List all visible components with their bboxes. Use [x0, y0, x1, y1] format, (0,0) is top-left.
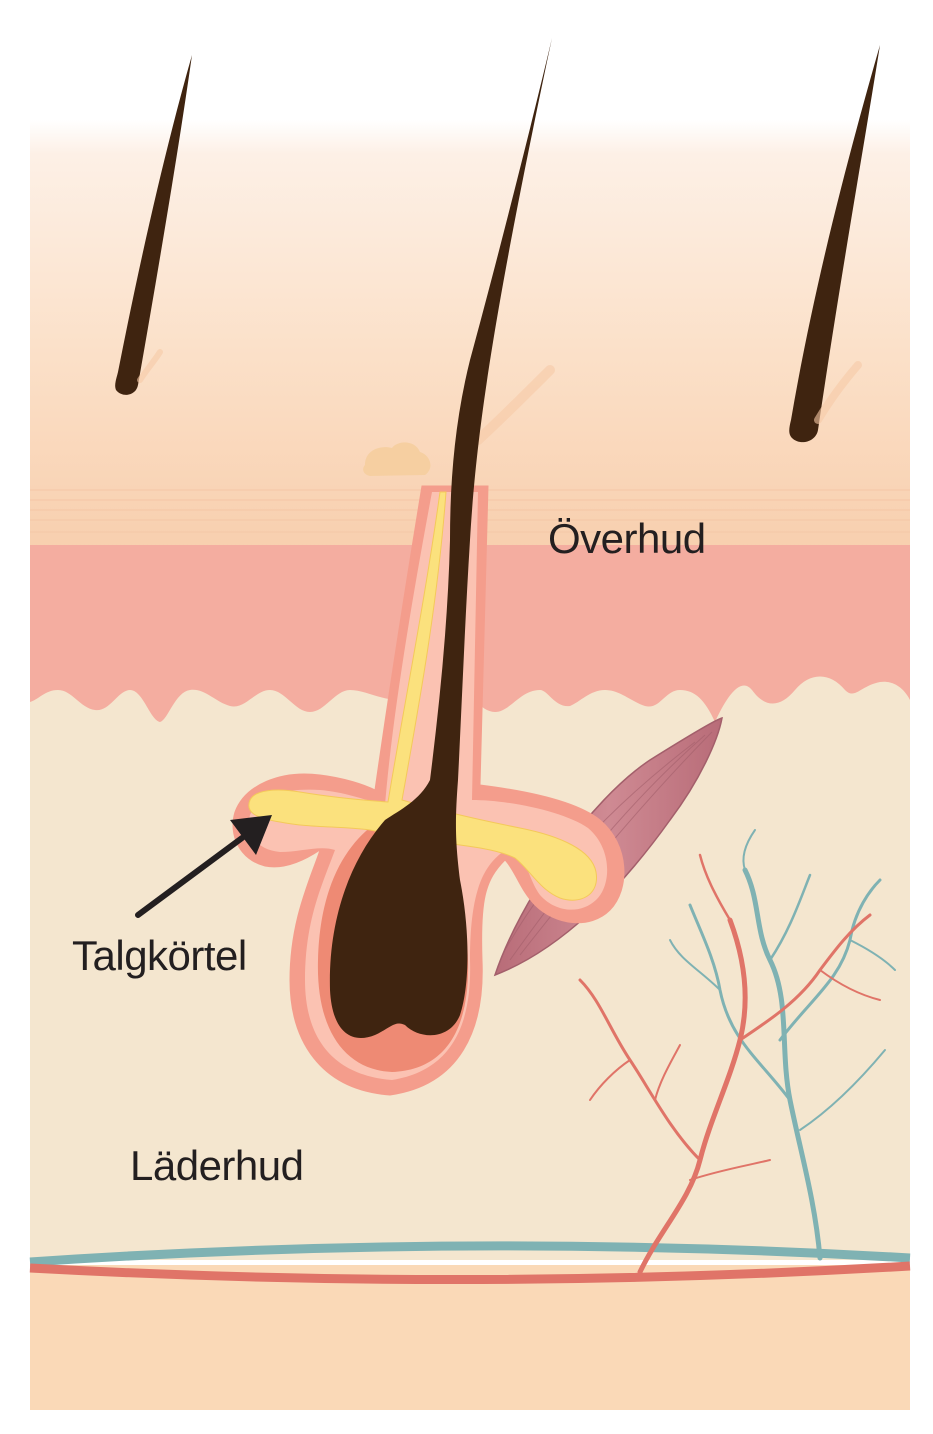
hair-strand-icon-left — [115, 55, 192, 395]
subcutis-layer — [30, 1265, 910, 1410]
hair-shine — [473, 365, 555, 445]
hair-strand-icon-right — [789, 45, 880, 443]
sebaceous-gland-label: Talgkörtel — [72, 932, 247, 979]
deep-vein — [29, 1241, 911, 1267]
pointer-arrow-icon — [135, 815, 272, 918]
sebum-droplet — [363, 442, 431, 476]
vein-branches — [669, 829, 896, 1261]
hair-shine — [814, 361, 862, 424]
blood-vessel-icon — [29, 829, 911, 1285]
dermis-label: Läderhud — [130, 1142, 304, 1189]
hair-shine — [137, 349, 163, 383]
epidermis-label: Överhud — [548, 515, 706, 562]
hair-follicle-icon — [232, 38, 625, 1096]
hair-strand-icon-main — [329, 38, 552, 1038]
deep-artery — [29, 1261, 911, 1285]
artery-branches — [578, 853, 881, 1275]
